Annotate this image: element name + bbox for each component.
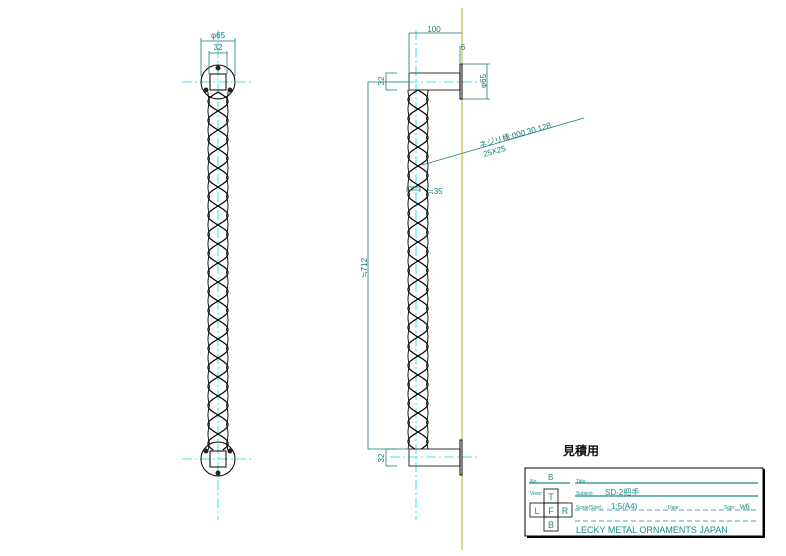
callout-bar-spec: ネジリ棒:000 30 128 [478, 120, 553, 150]
screw-hole [215, 470, 221, 476]
dim-flange-dia-side: φ65 [479, 73, 488, 88]
view-f: F [548, 506, 554, 516]
dim-flange-thickness: 6 [461, 43, 466, 52]
flange-plate-top [459, 63, 463, 100]
subject-value: SD-2把手 [605, 487, 639, 497]
no-value: B [548, 473, 553, 482]
screw-hole [203, 448, 209, 454]
twisted-bar-front [207, 91, 229, 451]
sign-value: wtj [739, 502, 750, 511]
side-view: 100 6 φ65 32 32 ≒712 ≒35 ネジリ棒:000 30 128… [360, 25, 585, 520]
flange-top [200, 64, 236, 100]
square-bar-top [209, 73, 227, 91]
view-l: L [534, 506, 539, 516]
subject-label: Subject: [576, 491, 594, 497]
dim-projection: 100 [427, 25, 441, 34]
screw-hole [227, 448, 233, 454]
twist-strand [207, 91, 229, 451]
flange-plate-bottom [459, 439, 463, 476]
dim-pitch: ≒35 [427, 187, 443, 196]
date-label: Date: [668, 505, 680, 511]
view-label: View: [530, 491, 542, 497]
screw-hole [227, 87, 233, 93]
front-view: φ65 32 [182, 30, 254, 520]
twisted-bar-side [407, 89, 429, 450]
dim-top-32: 32 [377, 76, 386, 85]
screw-hole [203, 87, 209, 93]
estimate-stamp: 見積用 [562, 443, 599, 458]
post-top [408, 72, 461, 91]
no-label: No. [530, 479, 538, 485]
dim-square: 32 [214, 43, 223, 52]
view-b: B [548, 520, 554, 530]
scale-label: Scale(Size): [576, 505, 603, 511]
screw-hole [215, 65, 221, 71]
scale-value: 1:5(A4) [611, 502, 638, 511]
square-bar-bottom [209, 450, 227, 468]
bar-edge [226, 92, 229, 451]
flange-bottom [200, 441, 236, 477]
twist-strand [207, 91, 229, 451]
sign-label: Sign: [724, 505, 735, 511]
title-label: Title: [576, 479, 587, 485]
dim-bottom-32: 32 [377, 453, 386, 462]
twist-strand [407, 89, 429, 450]
post-bottom [408, 448, 461, 467]
company-name: LECKY METAL ORNAMENTS JAPAN [576, 525, 728, 535]
dim-length: ≒712 [360, 257, 369, 278]
dim-flange-dia: φ65 [211, 31, 226, 40]
title-block: No. B Title: View: T L F R B Subject: SD… [524, 467, 765, 538]
view-t: T [548, 492, 554, 502]
bar-edge [407, 90, 410, 450]
twist-strand [407, 89, 429, 450]
bar-edge [426, 90, 429, 450]
view-r: R [562, 506, 569, 516]
bar-edge [207, 92, 210, 451]
